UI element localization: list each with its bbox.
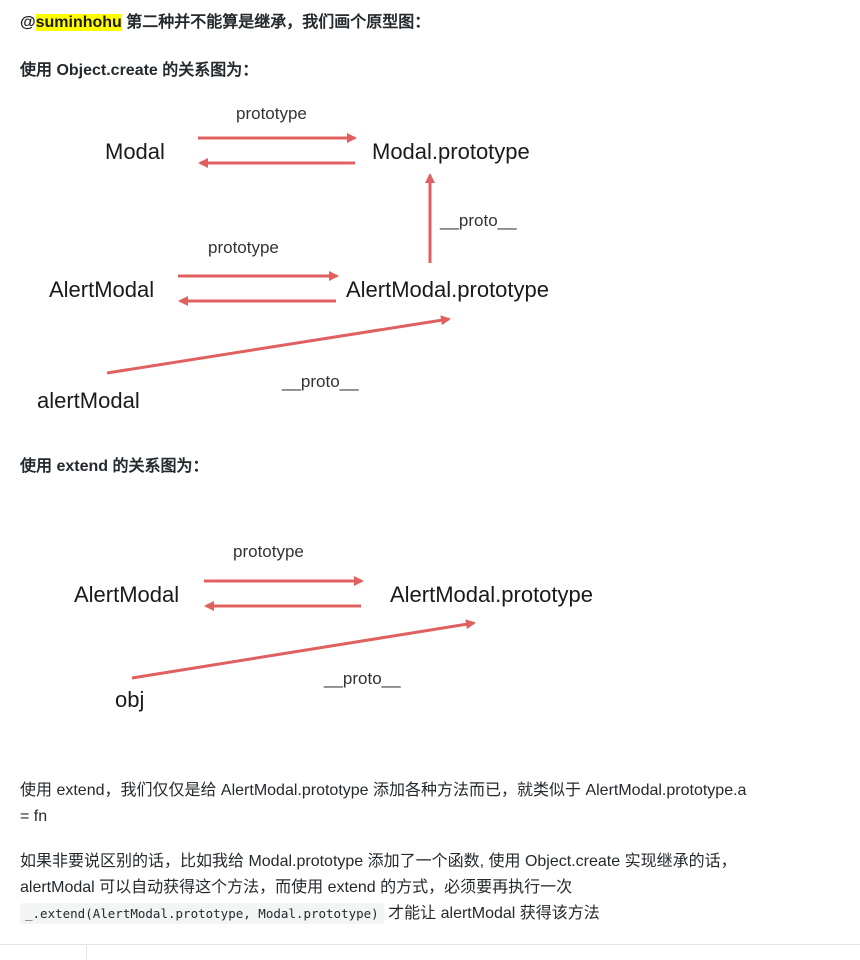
mention-username: suminhohu [35, 14, 122, 31]
edge-label-prototype: prototype [233, 542, 304, 561]
extend-diagram: prototype AlertModal AlertModal.prototyp… [74, 542, 593, 712]
paragraph-extend-line2: = fn [20, 808, 48, 825]
paragraph-extend-line1: 使用 extend，我们仅仅是给 AlertModal.prototype 添加… [20, 782, 747, 799]
edge-label-prototype-2: prototype [208, 238, 279, 257]
edge-label-proto: __proto__ [439, 211, 517, 230]
node-modal: Modal [105, 139, 165, 164]
node-alertmodal-instance: alertModal [37, 388, 140, 413]
edge-label-prototype: prototype [236, 104, 307, 123]
paragraph-extend-explanation: 使用 extend，我们仅仅是给 AlertModal.prototype 添加… [20, 778, 850, 830]
arrow-instance-to-alertproto [106, 315, 451, 375]
user-mention[interactable]: @suminhohu [20, 14, 122, 31]
paragraph-difference-line2: alertModal 可以自动获得这个方法，而使用 extend 的方式，必须要… [20, 879, 573, 896]
edge-label-proto-2: __proto__ [281, 372, 359, 391]
intro-text: 第二种并不能算是继承，我们画个原型图： [126, 14, 431, 31]
footer-column-divider [86, 944, 87, 960]
paragraph-difference: 如果非要说区别的话，比如我给 Modal.prototype 添加了一个函数, … [20, 849, 850, 927]
edge-label-proto: __proto__ [323, 669, 401, 688]
node-obj: obj [115, 687, 144, 712]
section-title-extend: 使用 extend 的关系图为： [20, 458, 209, 475]
node-alertmodal-prototype: AlertModal.prototype [390, 582, 593, 607]
arrow-obj-to-alertproto [131, 619, 476, 680]
node-modal-prototype: Modal.prototype [372, 139, 530, 164]
node-alertmodal: AlertModal [49, 277, 154, 302]
node-alertmodal-prototype: AlertModal.prototype [346, 277, 549, 302]
node-alertmodal: AlertModal [74, 582, 179, 607]
paragraph-difference-tail: 才能让 alertModal 获得该方法 [388, 905, 600, 922]
section-title-object-create: 使用 Object.create 的关系图为： [20, 62, 259, 79]
footer-divider [0, 944, 860, 945]
mention-at: @ [20, 14, 36, 31]
intro-line: @suminhohu 第二种并不能算是继承，我们画个原型图： [20, 10, 430, 36]
paragraph-difference-line1: 如果非要说区别的话，比如我给 Modal.prototype 添加了一个函数, … [20, 853, 737, 870]
extend-code-snippet: _.extend(AlertModal.prototype, Modal.pro… [20, 903, 384, 924]
object-create-diagram: prototype Modal Modal.prototype __proto_… [37, 104, 549, 413]
